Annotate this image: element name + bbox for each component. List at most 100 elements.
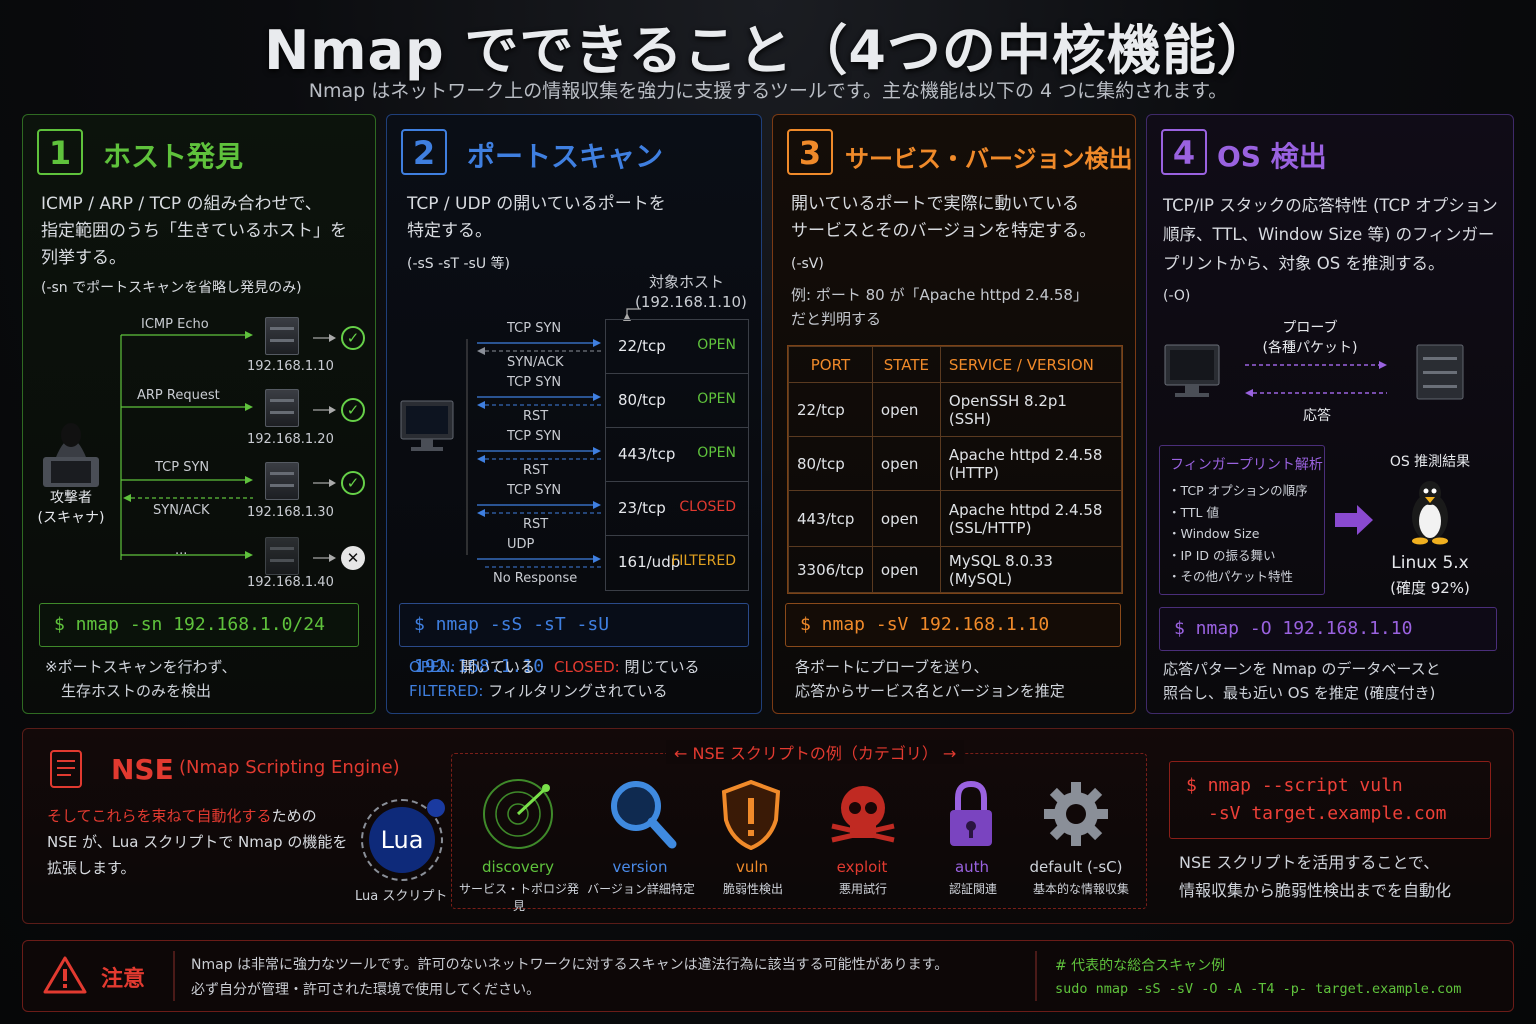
probe-label-tcp: TCP SYN <box>155 460 210 475</box>
category-desc: 認証関連 <box>948 882 997 896</box>
panel-description: TCP / UDP の開いているポートを特定する。 <box>407 194 666 241</box>
command-box: $ nmap -sV 192.168.1.10 <box>785 603 1121 647</box>
warning-banner: 注意 Nmap は非常に強力なツールです。許可のないネットワークに対するスキャン… <box>22 940 1514 1012</box>
nse-note: NSE スクリプトを活用することで、情報収集から脆弱性検出までを自動化 <box>1179 853 1452 900</box>
server-icon <box>265 317 299 355</box>
panel-number: 4 <box>1161 129 1207 175</box>
host-ip: 192.168.1.20 <box>247 432 334 447</box>
host-ip: 192.168.1.30 <box>247 505 334 520</box>
reply-label: SYN/ACK <box>153 503 210 518</box>
panel-service-version: 3 サービス・バージョン検出 開いているポートで実際に動いているサービスとそのバ… <box>772 114 1136 714</box>
computer-icon <box>400 400 454 451</box>
lua-logo: Lua <box>369 807 435 873</box>
category-desc: 基本的な情報収集 <box>1032 882 1129 896</box>
example-command: sudo nmap -sS -sV -O -A -T4 -p- target.e… <box>1055 981 1462 997</box>
os-confidence: (確度 92%) <box>1390 579 1470 597</box>
divider <box>173 951 175 1001</box>
nse-subtitle: (Nmap Scripting Engine) <box>179 757 400 778</box>
panel-os-detection: 4 OS 検出 TCP/IP スタックの応答特性 (TCP オプション順序、TT… <box>1146 114 1514 714</box>
linux-penguin-icon <box>1412 481 1448 545</box>
command-box: $ nmap -O 192.168.1.10 <box>1159 607 1497 651</box>
fingerprint-list: ・TCP オプションの順序・TTL 値・Window Size・IP ID の振… <box>1168 483 1308 584</box>
nse-description: そしてこれらを束ねて自動化するための NSE が、Lua スクリプトで Nmap… <box>47 807 348 877</box>
category-desc: サービス・トポロジ発見 <box>458 882 579 913</box>
panel-title: サービス・バージョン検出 <box>845 145 1133 173</box>
gear-icon <box>1044 782 1108 846</box>
arrow-head <box>593 555 601 563</box>
computer-icon <box>1164 344 1220 397</box>
panel-port-scan: 2 ポートスキャン TCP / UDP の開いているポートを特定する。 (-sS… <box>386 114 762 714</box>
shield-warning-icon <box>721 779 781 850</box>
response-label: RST <box>523 517 549 532</box>
nse-title: NSE <box>111 753 174 786</box>
cross-icon: ✕ <box>341 546 365 570</box>
server-icon <box>1416 344 1464 400</box>
host-ip: 192.168.1.40 <box>247 575 334 590</box>
server-icon <box>265 462 299 500</box>
fingerprint-analysis-box: フィンガープリント解析 ・TCP オプションの順序・TTL 値・Window S… <box>1159 445 1325 595</box>
os-probe-diagram <box>1164 344 1464 400</box>
response-label: No Response <box>493 571 578 586</box>
arrow-head <box>593 501 601 509</box>
host-ip: 192.168.1.10 <box>247 359 334 374</box>
state-legend: OPEN: 開いている CLOSED: 閉じている FILTERED: フィルタ… <box>409 658 700 700</box>
category-name: version <box>612 858 668 876</box>
request-label: UDP <box>507 537 535 552</box>
target-host-label: 対象ホスト <box>649 273 725 291</box>
arrow-head <box>477 455 485 463</box>
probe-label-more: ... <box>175 543 188 558</box>
request-label: TCP SYN <box>507 429 562 444</box>
command-box: $ nmap -sn 192.168.1.0/24 <box>39 603 359 647</box>
hacker-icon <box>43 423 99 487</box>
panel-description: TCP/IP スタックの応答特性 (TCP オプション順序、TTL、Window… <box>1163 196 1498 273</box>
os-result-title: OS 推測結果 <box>1389 454 1471 470</box>
request-label: TCP SYN <box>507 321 562 336</box>
nse-examples-box: ← NSE スクリプトの例（カテゴリ） → discovery version … <box>451 740 1147 913</box>
panel-host-discovery: 1 ホスト発見 ICMP / ARP / TCP の組み合わせで、指定範囲のうち… <box>22 114 376 714</box>
arrow-head <box>593 447 601 455</box>
category-desc: バージョン詳細特定 <box>587 882 695 896</box>
request-label: TCP SYN <box>507 375 562 390</box>
panel-number: 2 <box>401 129 447 175</box>
probe-label-icmp: ICMP Echo <box>141 317 209 332</box>
server-icon <box>265 537 299 575</box>
option-text: (-sS -sT -sU 等) <box>407 256 510 272</box>
packet-arrows <box>477 339 601 568</box>
server-icon <box>265 389 299 427</box>
radar-icon <box>483 779 553 849</box>
padlock-icon <box>950 780 992 846</box>
warning-triangle-icon <box>43 956 87 994</box>
response-label: SYN/ACK <box>507 355 564 370</box>
lua-moon-icon <box>427 799 445 817</box>
option-text: (-sV) <box>791 256 824 272</box>
panel-number: 1 <box>37 129 83 175</box>
probe-label-arp: ARP Request <box>137 388 220 403</box>
command-box: $ nmap -sS -sT -sU 192.168.1.10 <box>399 603 749 677</box>
nse-section: NSE (Nmap Scripting Engine) そしてこれらを束ねて自動… <box>22 728 1514 924</box>
warning-label: 注意 <box>101 967 146 992</box>
probe-label: プローブ(各種パケット) <box>1262 320 1358 356</box>
panel-title: ホスト発見 <box>103 140 244 173</box>
response-label: RST <box>523 409 549 424</box>
arrow-head <box>477 401 485 409</box>
category-name: exploit <box>836 858 888 876</box>
host-discovery-diagram <box>43 331 336 562</box>
panel-description: 開いているポートで実際に動いているサービスとそのバージョンを特定する。 <box>791 194 1097 241</box>
lua-orbit <box>361 799 443 881</box>
option-text: (-sn でポートスキャンを省略し発見のみ) <box>41 280 302 296</box>
response-label: RST <box>523 463 549 478</box>
panel-note: 応答パターンを Nmap のデータベースと照合し、最も近い OS を推定 (確度… <box>1163 660 1441 702</box>
category-name: vuln <box>735 858 769 876</box>
option-text: (-O) <box>1163 288 1191 304</box>
panel-description: ICMP / ARP / TCP の組み合わせで、指定範囲のうち「生きているホス… <box>41 194 347 268</box>
fingerprint-title: フィンガープリント解析 <box>1170 457 1323 473</box>
magnifier-icon <box>611 781 677 849</box>
category-name: auth <box>954 858 990 876</box>
example-comment: # 代表的な総合スキャン例 <box>1055 958 1226 974</box>
